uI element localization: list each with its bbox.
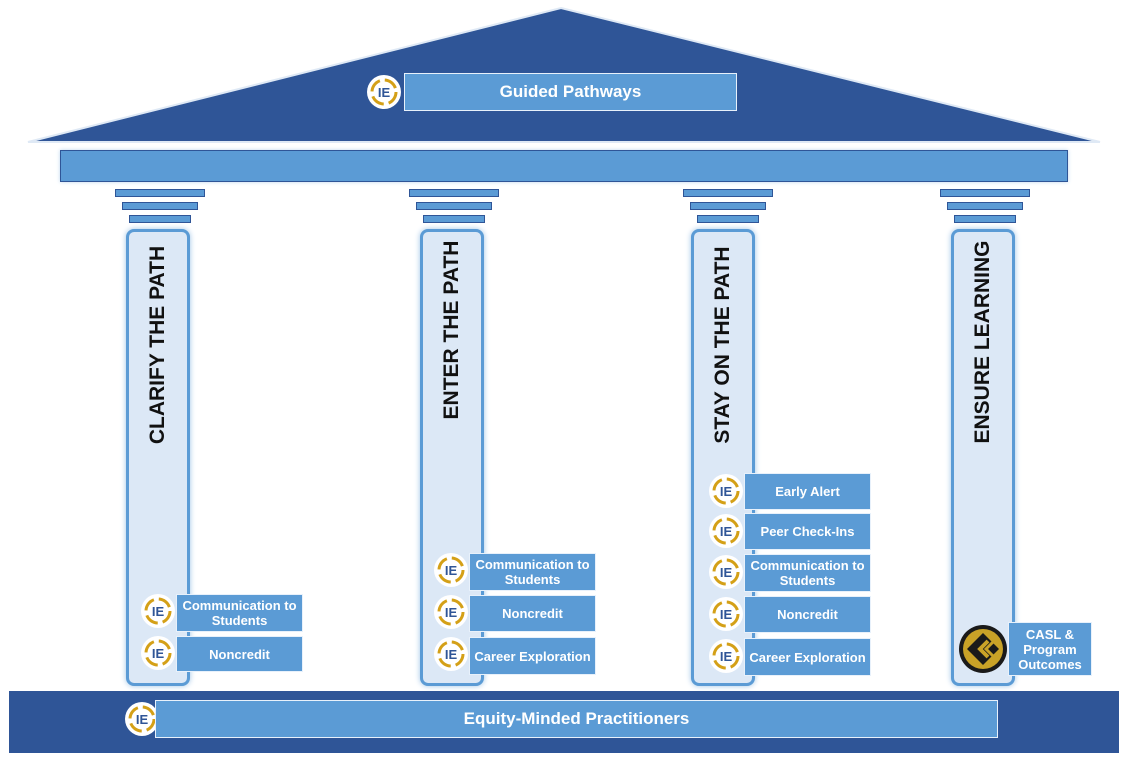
svg-text:IE: IE: [445, 647, 458, 662]
svg-text:IE: IE: [378, 85, 391, 100]
svg-text:IE: IE: [720, 607, 733, 622]
pillar-cap: [409, 189, 499, 197]
pillar-cap: [423, 215, 485, 223]
pillar-cap: [690, 202, 766, 210]
ie-logo-icon: IE: [433, 594, 469, 635]
pillar-cap: [947, 202, 1023, 210]
item-career-exploration: Career Exploration: [744, 638, 871, 676]
svg-text:IE: IE: [136, 712, 149, 727]
pillar-cap: [683, 189, 773, 197]
pillar-cap: [122, 202, 198, 210]
ie-logo-icon: IE: [708, 638, 744, 679]
svg-text:IE: IE: [720, 565, 733, 580]
ie-logo-icon: IE: [708, 473, 744, 514]
ie-logo-icon: IE: [708, 554, 744, 595]
svg-text:IE: IE: [445, 563, 458, 578]
ie-logo-icon: IE: [433, 552, 469, 593]
pillar-cap: [954, 215, 1016, 223]
equity-minded-practitioners-label: Equity-Minded Practitioners: [155, 700, 998, 738]
ie-logo-icon: IE: [140, 635, 176, 676]
ie-logo-icon: IE: [708, 596, 744, 637]
svg-text:IE: IE: [445, 605, 458, 620]
item-peer-check-ins: Peer Check-Ins: [744, 513, 871, 550]
guided-pathways-label: Guided Pathways: [404, 73, 737, 111]
ie-logo-icon: IE: [708, 513, 744, 554]
item-casl-program-outcomes: CASL & Program Outcomes: [1008, 622, 1092, 676]
item-career-exploration: Career Exploration: [469, 637, 596, 675]
svg-text:IE: IE: [152, 646, 165, 661]
entablature-beam: [60, 150, 1068, 182]
ie-logo-icon: IE: [124, 701, 160, 742]
svg-text:IE: IE: [720, 649, 733, 664]
svg-text:IE: IE: [720, 524, 733, 539]
pillar-cap: [115, 189, 205, 197]
item-noncredit: Noncredit: [176, 636, 303, 672]
item-noncredit: Noncredit: [744, 596, 871, 633]
svg-text:IE: IE: [152, 604, 165, 619]
casl-logo-icon: [958, 624, 1008, 679]
ie-logo-icon: IE: [433, 636, 469, 677]
item-communication-to-students: Communication to Students: [744, 554, 871, 592]
pillar-cap: [697, 215, 759, 223]
ie-logo-icon: IE: [140, 593, 176, 634]
item-communication-to-students: Communication to Students: [469, 553, 596, 591]
ie-logo-icon: IE: [366, 74, 402, 115]
svg-text:IE: IE: [720, 484, 733, 499]
pillar-ensure: [951, 229, 1015, 686]
pillar-cap: [416, 202, 492, 210]
item-noncredit: Noncredit: [469, 595, 596, 632]
pillar-cap: [129, 215, 191, 223]
item-communication-to-students: Communication to Students: [176, 594, 303, 632]
pillar-cap: [940, 189, 1030, 197]
item-early-alert: Early Alert: [744, 473, 871, 510]
